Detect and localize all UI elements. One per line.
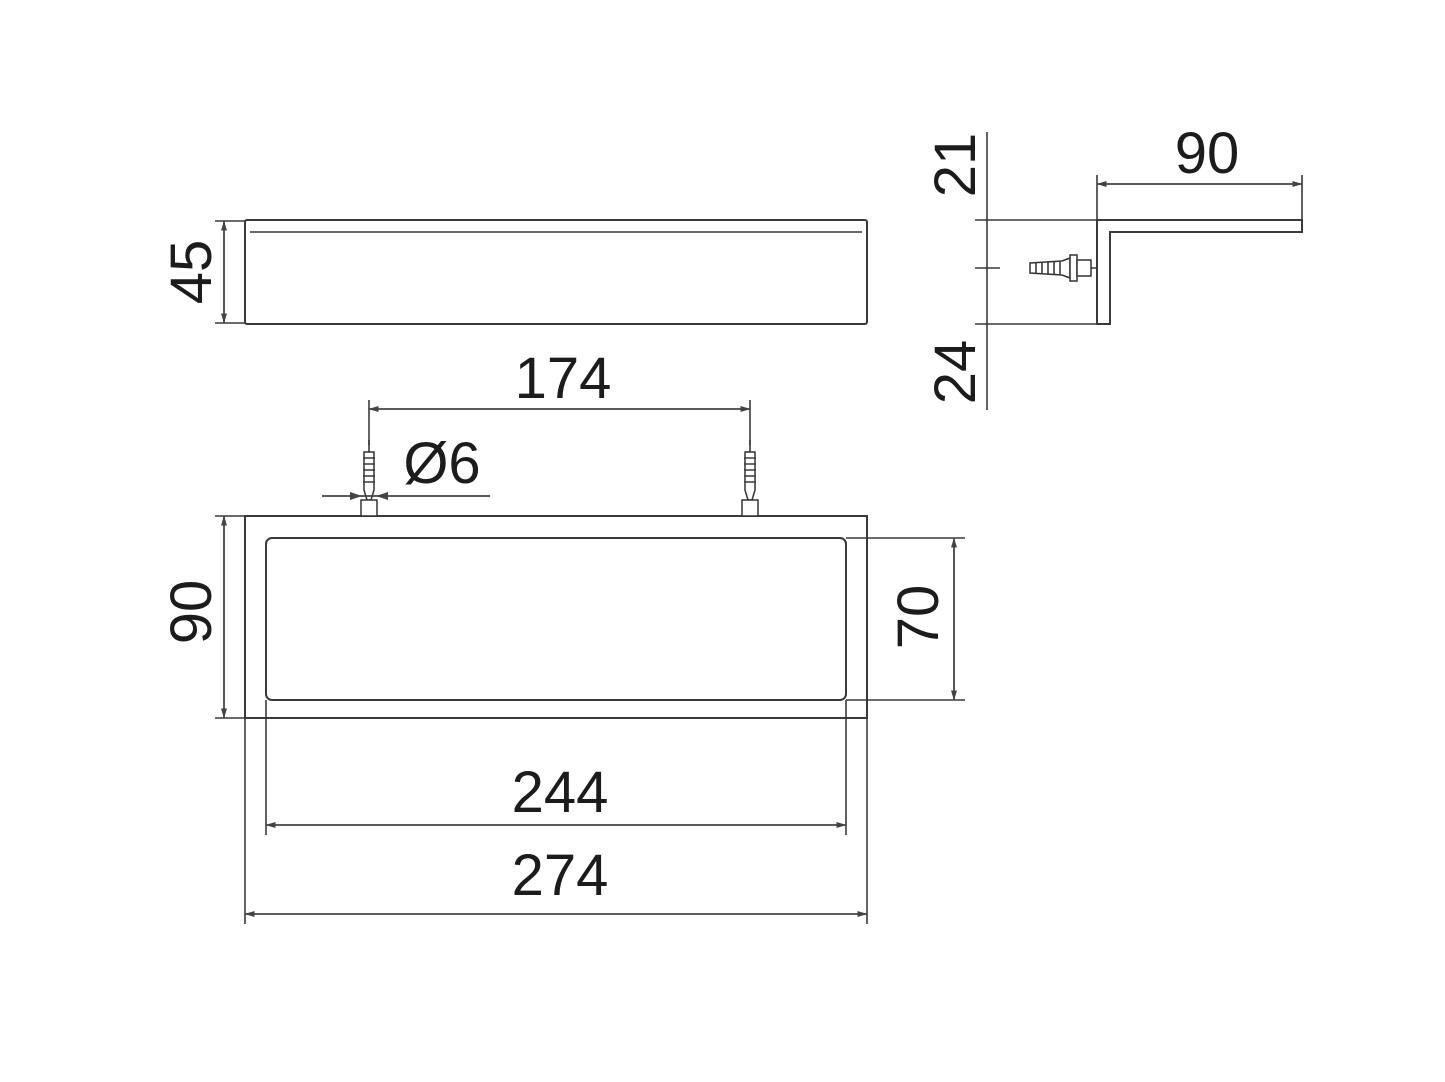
front-view-inner	[265, 537, 847, 701]
dim-d6-arrow-right	[376, 492, 388, 500]
front-view-outer	[244, 515, 868, 719]
front-view: 174 Ø6 90 70 244 274	[159, 346, 965, 924]
profile-bracket	[1096, 219, 1303, 325]
dim-d6-label: Ø6	[403, 431, 480, 496]
left-screw-icon	[360, 440, 378, 517]
profile-screw-icon	[1029, 254, 1097, 282]
side-view-body	[244, 219, 868, 325]
dim-d6-arrow-left	[350, 492, 362, 500]
dim-90-label: 90	[159, 580, 224, 645]
dim-90-depth-label: 90	[1175, 121, 1240, 186]
dim-70-label: 70	[886, 585, 951, 650]
dim-24-label: 24	[923, 340, 988, 405]
dim-174-label: 174	[515, 346, 612, 411]
side-view: 45	[159, 219, 868, 325]
right-screw-icon	[741, 440, 759, 517]
dim-244-label: 244	[512, 760, 609, 825]
dim-21-label: 21	[923, 133, 988, 198]
profile-view: 21 24 90	[923, 121, 1303, 410]
dim-274-label: 274	[512, 843, 609, 908]
dim-45-label: 45	[159, 240, 224, 305]
